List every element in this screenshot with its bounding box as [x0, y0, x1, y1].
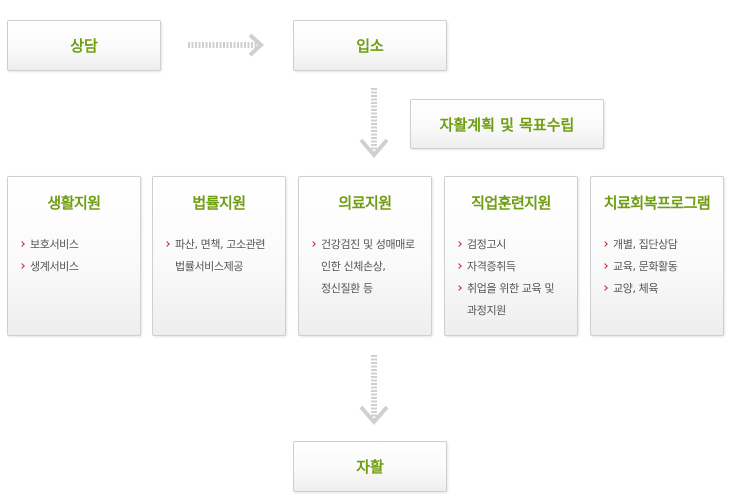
support-card-vocational: 직업훈련지원 검정고시 자격증취득 취업을 위한 교육 및 과정지원	[444, 176, 578, 336]
list-item: 개별, 집단상담	[603, 234, 719, 256]
stage-planning: 자활계획 및 목표수립	[410, 99, 604, 149]
support-card-living: 생활지원 보호서비스 생계서비스	[7, 176, 141, 336]
list-item: 교양, 체육	[603, 278, 719, 300]
stage-planning-label: 자활계획 및 목표수립	[439, 115, 575, 134]
stage-rehabilitation: 자활	[293, 441, 447, 492]
support-list: 개별, 집단상담 교육, 문화활동 교양, 체육	[591, 234, 723, 300]
support-card-legal: 법률지원 파산, 면책, 고소관련 법률서비스제공	[152, 176, 286, 336]
stage-counsel-label: 상담	[70, 37, 98, 55]
list-item: 건강검진 및 성매매로 인한 신체손상, 정신질환 등	[311, 234, 427, 300]
arrow-down-icon	[359, 88, 389, 159]
list-item: 보호서비스	[20, 234, 136, 256]
stage-counsel: 상담	[7, 20, 161, 71]
list-item: 생계서비스	[20, 256, 136, 278]
support-title: 치료회복프로그램	[603, 194, 711, 212]
support-list: 검정고시 자격증취득 취업을 위한 교육 및 과정지원	[445, 234, 577, 322]
arrow-right-icon	[188, 33, 264, 57]
support-list: 보호서비스 생계서비스	[8, 234, 140, 278]
support-list: 건강검진 및 성매매로 인한 신체손상, 정신질환 등	[299, 234, 431, 300]
list-item: 자격증취득	[457, 256, 573, 278]
stage-admission-label: 입소	[356, 37, 384, 55]
list-item: 취업을 위한 교육 및 과정지원	[457, 278, 573, 322]
support-title: 생활지원	[47, 194, 101, 212]
support-card-medical: 의료지원 건강검진 및 성매매로 인한 신체손상, 정신질환 등	[298, 176, 432, 336]
support-list: 파산, 면책, 고소관련 법률서비스제공	[153, 234, 285, 278]
arrow-down-icon	[359, 355, 389, 426]
list-item: 검정고시	[457, 234, 573, 256]
support-title: 직업훈련지원	[471, 194, 551, 212]
list-item: 교육, 문화활동	[603, 256, 719, 278]
list-item: 파산, 면책, 고소관련 법률서비스제공	[165, 234, 281, 278]
support-title: 법률지원	[192, 194, 246, 212]
stage-admission: 입소	[293, 20, 447, 71]
support-title: 의료지원	[338, 194, 392, 212]
stage-rehabilitation-label: 자활	[356, 458, 384, 476]
support-card-recovery: 치료회복프로그램 개별, 집단상담 교육, 문화활동 교양, 체육	[590, 176, 724, 336]
